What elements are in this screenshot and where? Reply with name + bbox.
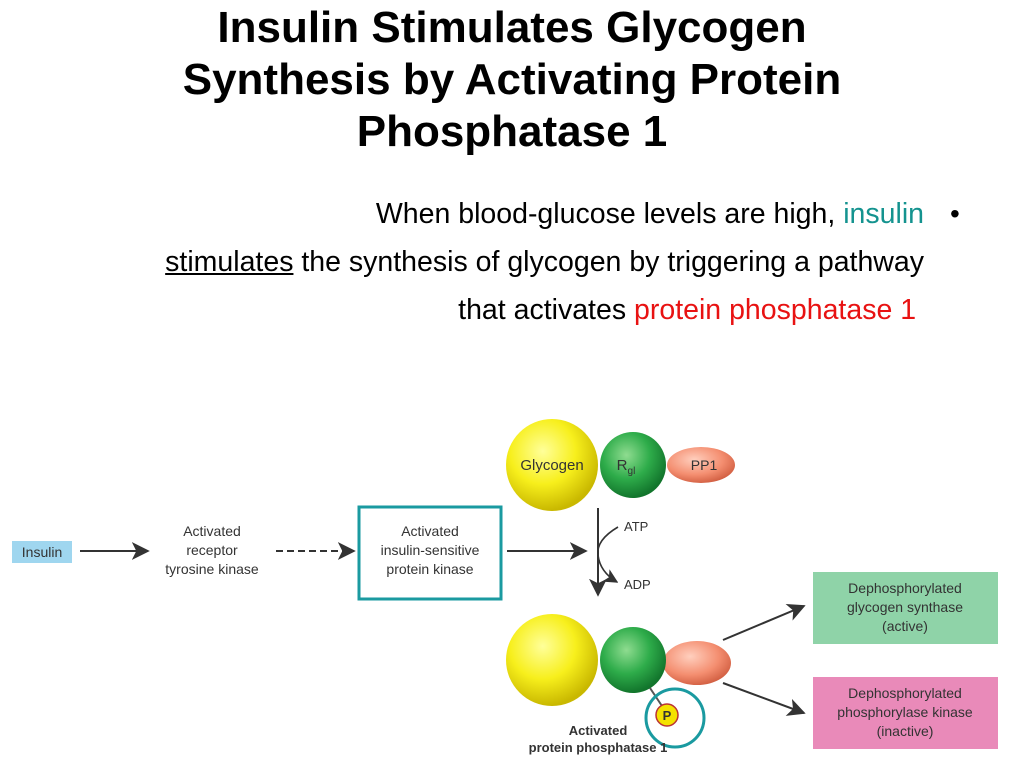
insulin-box (12, 541, 72, 563)
synthase-label-line-3: (active) (882, 618, 928, 634)
insulin-label: Insulin (22, 544, 62, 560)
synthase-label-line-2: glycogen synthase (847, 599, 963, 615)
receptor-label-line-1: Activated (183, 523, 241, 539)
stimulates-term: stimulates (165, 246, 294, 278)
glycogen-label: Glycogen (520, 457, 583, 474)
phosphate-label: P (663, 708, 672, 723)
receptor-label-line-3: tyrosine kinase (165, 561, 259, 577)
phosphorylase-label-line-1: Dephosphorylated (848, 685, 962, 701)
kinase-label-line-3: protein kinase (386, 561, 473, 577)
title-line-1: Insulin Stimulates Glycogen (217, 3, 807, 52)
atp-adp-curve (597, 526, 619, 583)
activated-pp1-label-line-2: protein phosphatase 1 (529, 740, 668, 755)
synthase-box (813, 572, 998, 644)
insulin-term: insulin (843, 198, 924, 230)
rgl-shape-bottom (600, 627, 666, 693)
glycogen-shape-bottom (506, 614, 598, 706)
phosphorylase-box (813, 677, 998, 749)
arrow-to-synthase (722, 603, 806, 641)
bullet-part-2: the synthesis of glycogen by triggering … (301, 246, 924, 326)
rgl-shape-top (600, 432, 666, 498)
atp-label: ATP (624, 519, 648, 534)
kinase-label-line-2: insulin-sensitive (381, 542, 480, 558)
phosphate-shape (655, 703, 679, 727)
slide-title: Insulin Stimulates Glycogen Synthesis by… (0, 2, 1014, 158)
kinase-label-line-1: Activated (401, 523, 459, 539)
receptor-label-line-2: receptor (186, 542, 238, 558)
phosphorylase-label-line-3: (inactive) (877, 723, 934, 739)
phosphorylase-label-line-2: phosphorylase kinase (837, 704, 973, 720)
kinase-box (357, 505, 503, 601)
bullet-text: When blood-glucose levels are high, insu… (140, 190, 924, 334)
bullet-marker: • (950, 198, 960, 229)
glycogen-shape-top (506, 419, 598, 511)
pp1-label: PP1 (691, 457, 718, 473)
rgl-label: Rgl (617, 457, 636, 477)
activated-pp1-label-line-1: Activated (569, 723, 628, 738)
arrow-to-phosphorylase (722, 682, 806, 716)
title-line-3: Phosphatase 1 (356, 107, 668, 156)
title-line-2: Synthesis by Activating Protein (182, 55, 842, 104)
bullet-part-1: When blood-glucose levels are high, (375, 198, 836, 230)
phosphate-highlight-circle (644, 687, 706, 749)
pp1-shape-top (667, 447, 735, 483)
pp1-shape-bottom (663, 641, 731, 685)
adp-label: ADP (624, 577, 651, 592)
synthase-label-line-1: Dephosphorylated (848, 580, 962, 596)
protein-phosphatase-term: protein phosphatase 1 (634, 294, 917, 326)
